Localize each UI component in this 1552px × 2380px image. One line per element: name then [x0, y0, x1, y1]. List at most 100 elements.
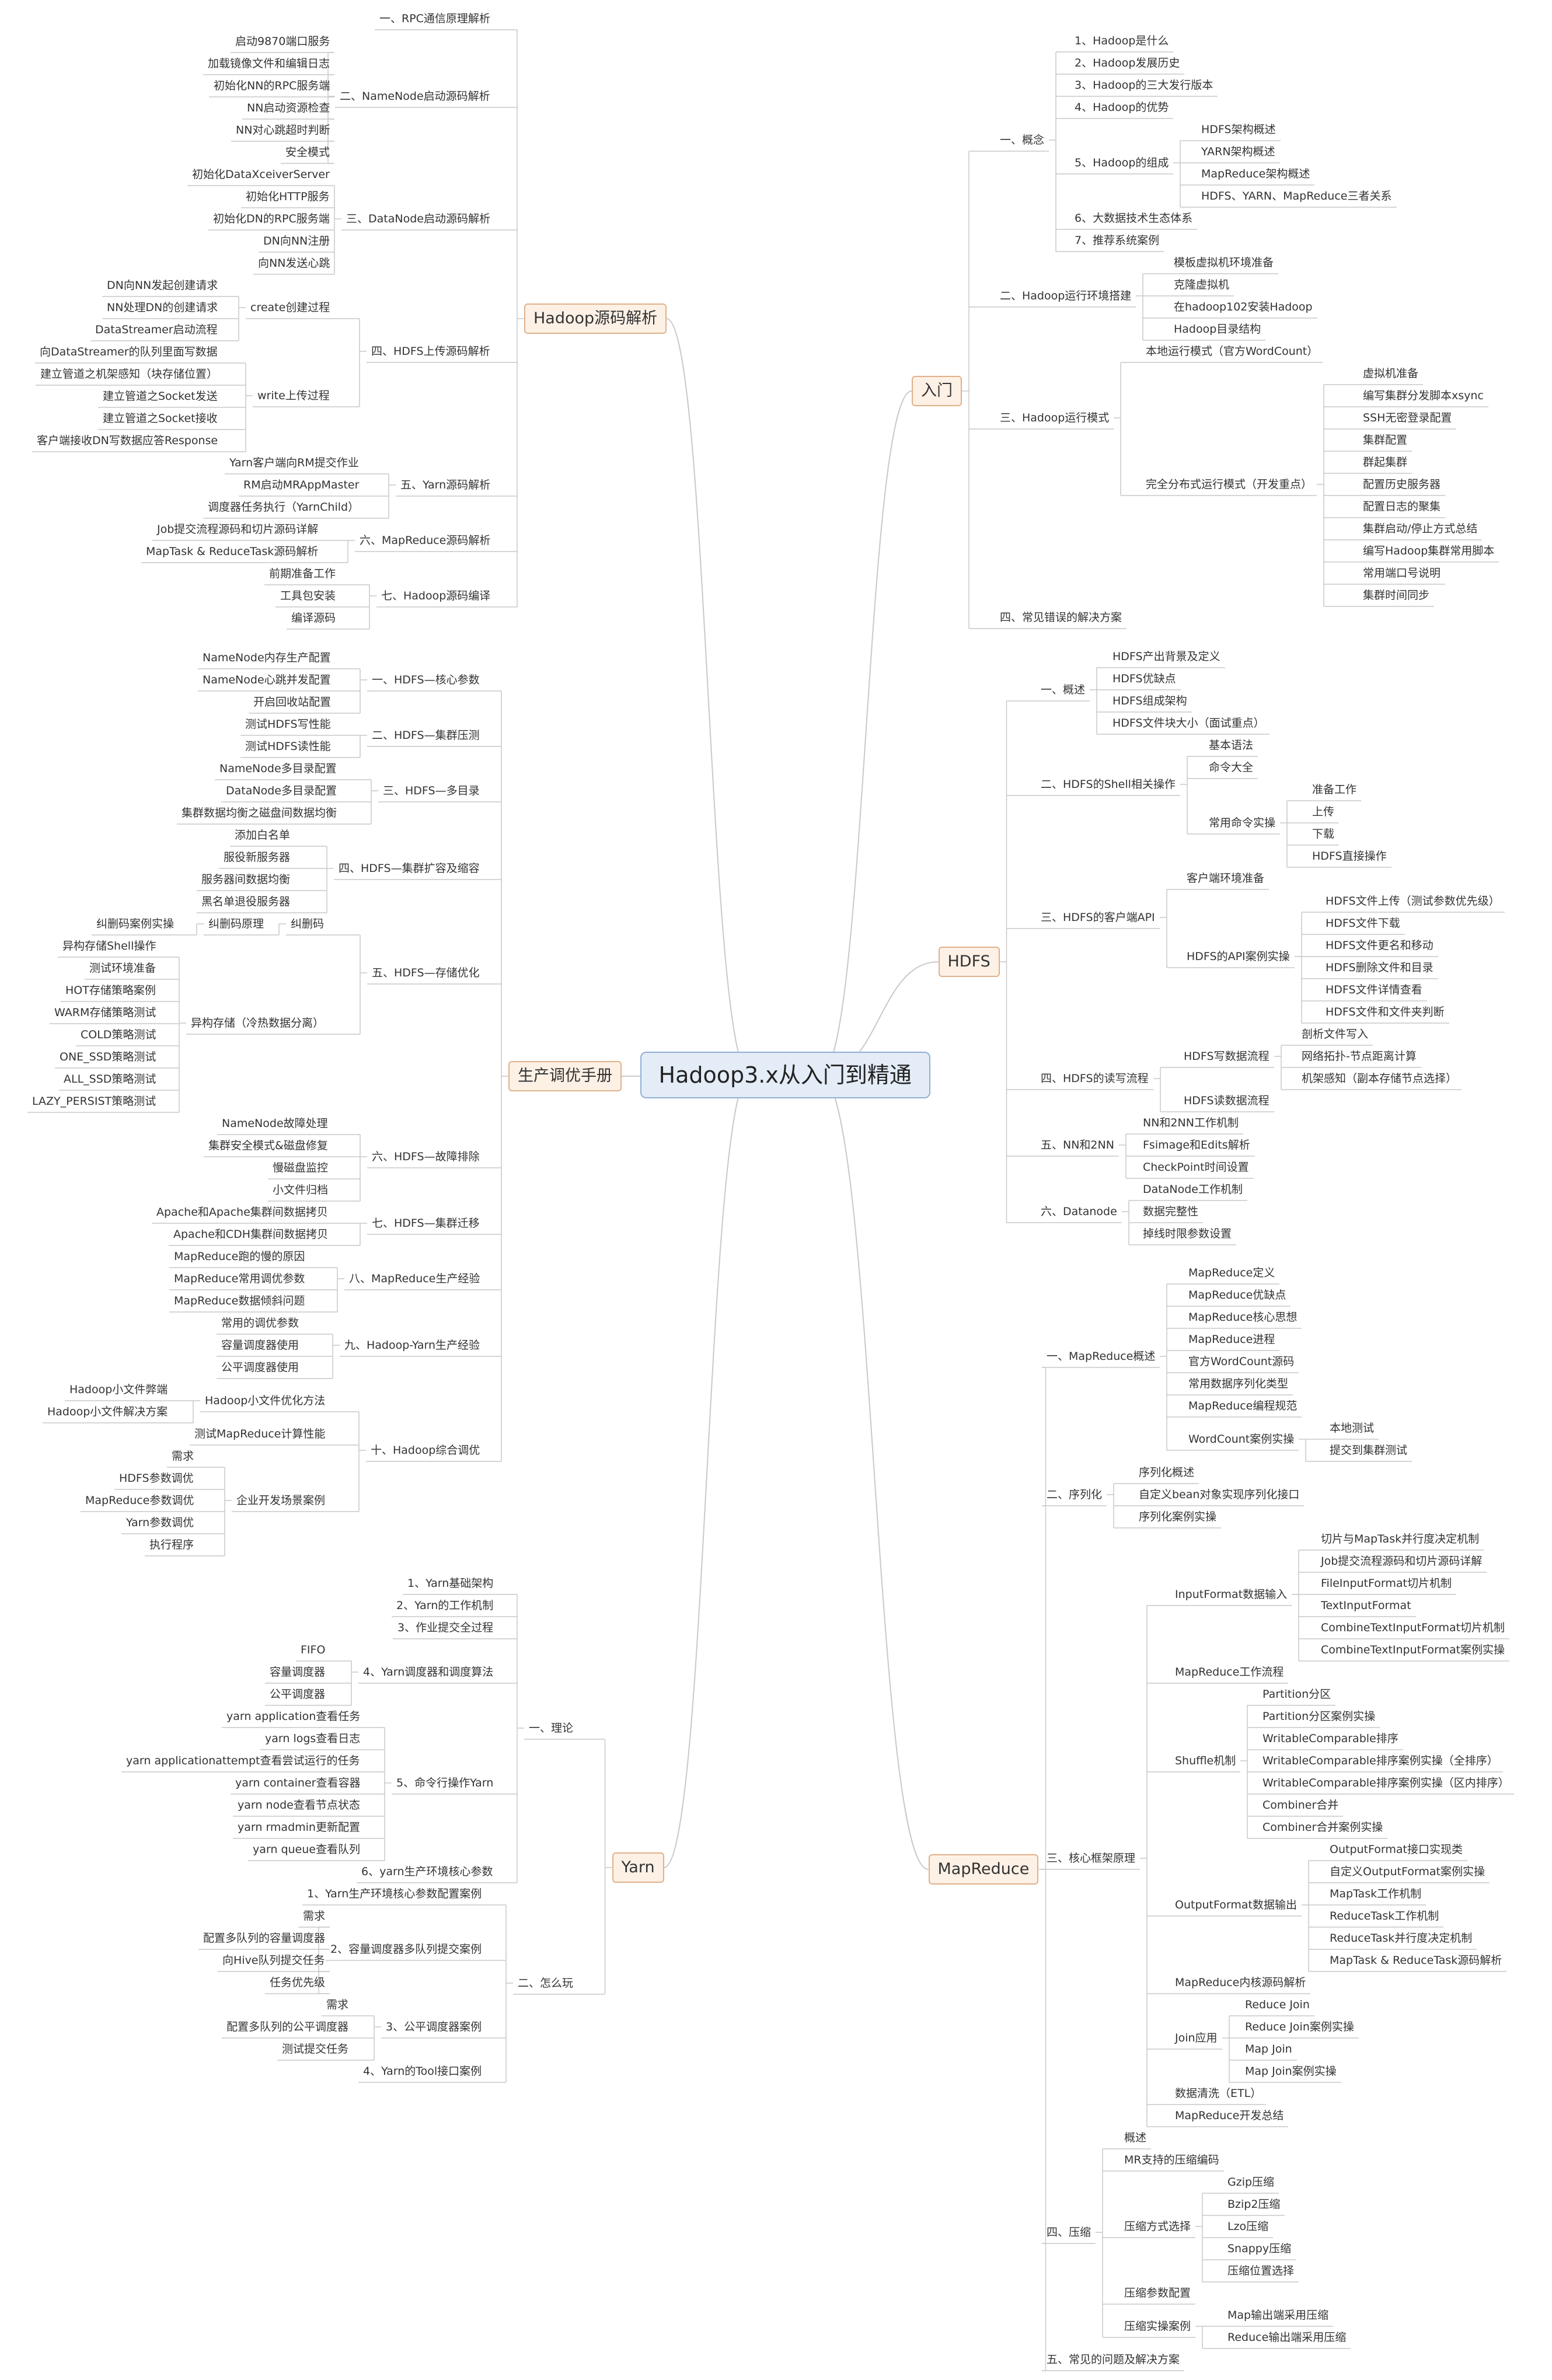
topic-b5-0-1[interactable]: MapReduce优缺点 — [1188, 1289, 1286, 1301]
topic-b2-1-2-0[interactable]: 需求 — [326, 1998, 349, 2011]
topic-b1-2-2[interactable]: 集群数据均衡之磁盘间数据均衡 — [182, 807, 337, 819]
topic-b4-1-1[interactable]: 命令大全 — [1209, 761, 1254, 774]
topic-b0-4-2[interactable]: 调度器任务执行（YarnChild） — [208, 501, 360, 514]
topic-b0-4-1[interactable]: RM启动MRAppMaster — [243, 479, 360, 491]
topic-b1-1-0[interactable]: 测试HDFS写性能 — [245, 718, 331, 731]
topic-b2-0-4-1[interactable]: yarn logs查看日志 — [265, 1732, 361, 1745]
topic-b0-1-2[interactable]: 初始化NN的RPC服务端 — [214, 79, 330, 92]
topic-b4-5-0[interactable]: DataNode工作机制 — [1143, 1183, 1243, 1196]
topic-b4-1[interactable]: 二、HDFS的Shell相关操作 — [1041, 778, 1176, 791]
topic-b2-1-1-0[interactable]: 需求 — [303, 1910, 326, 1922]
topic-b4-1-2-3[interactable]: HDFS直接操作 — [1312, 850, 1387, 863]
topic-b1-9-1[interactable]: 测试MapReduce计算性能 — [194, 1428, 326, 1440]
topic-b4-2-1-2[interactable]: HDFS文件更名和移动 — [1326, 939, 1434, 952]
topic-b3-2-0[interactable]: 本地运行模式（官方WordCount） — [1146, 345, 1319, 358]
topic-b4-1-2-2[interactable]: 下载 — [1312, 828, 1335, 840]
topic-b3-2-1-6[interactable]: 配置日志的聚集 — [1363, 500, 1441, 513]
topic-b0-1-3[interactable]: NN启动资源检查 — [247, 102, 330, 114]
topic-b1-4-0-0[interactable]: 纠删码原理 — [208, 917, 264, 930]
topic-b5-3-2-2[interactable]: Lzo压缩 — [1227, 2220, 1269, 2233]
topic-b3-0-3[interactable]: 4、Hadoop的优势 — [1075, 101, 1169, 114]
topic-b1-9[interactable]: 十、Hadoop综合调优 — [371, 1444, 480, 1457]
topic-b5-3-2-4[interactable]: 压缩位置选择 — [1227, 2264, 1295, 2277]
topic-b4-0-1[interactable]: HDFS优缺点 — [1112, 672, 1176, 685]
topic-b0-6-2[interactable]: 编译源码 — [291, 612, 336, 624]
topic-b4-5[interactable]: 六、Datanode — [1041, 1205, 1117, 1218]
topic-b5-2-2-4[interactable]: WritableComparable排序案例实操（区内排序） — [1262, 1777, 1509, 1789]
topic-b5-3-3[interactable]: 压缩参数配置 — [1124, 2287, 1191, 2299]
topic-b5-2-5-3[interactable]: Map Join案例实操 — [1245, 2065, 1337, 2078]
topic-b0-3-1-1[interactable]: 建立管道之机架感知（块存储位置） — [40, 368, 218, 381]
topic-b1-4-1-4[interactable]: COLD策略测试 — [81, 1028, 156, 1041]
topic-b0-6-0[interactable]: 前期准备工作 — [269, 567, 336, 580]
topic-b5-2-3-4[interactable]: ReduceTask并行度决定机制 — [1330, 1932, 1473, 1945]
topic-b2-0-3-2[interactable]: 公平调度器 — [270, 1688, 326, 1701]
topic-b5-3-4-0[interactable]: Map输出端采用压缩 — [1227, 2309, 1329, 2322]
topic-b5-4[interactable]: 五、常见的问题及解决方案 — [1047, 2353, 1180, 2366]
topic-b5-3-2-1[interactable]: Bzip2压缩 — [1227, 2198, 1281, 2211]
topic-b4-1-2-0[interactable]: 准备工作 — [1312, 783, 1357, 796]
main-topic-b2[interactable]: Yarn — [612, 1852, 664, 1883]
topic-b5-2-2-3[interactable]: WritableComparable排序案例实操（全排序） — [1262, 1754, 1498, 1767]
topic-b5-2-3-1[interactable]: 自定义OutputFormat案例实操 — [1330, 1865, 1485, 1878]
topic-b0-3-0[interactable]: create创建过程 — [250, 301, 330, 314]
topic-b5-0[interactable]: 一、MapReduce概述 — [1047, 1350, 1156, 1363]
topic-b1-8[interactable]: 九、Hadoop-Yarn生产经验 — [344, 1339, 480, 1352]
topic-b5-3[interactable]: 四、压缩 — [1047, 2226, 1091, 2239]
topic-b4-4-2[interactable]: CheckPoint时间设置 — [1143, 1161, 1249, 1174]
topic-b1-9-2-3[interactable]: Yarn参数调优 — [126, 1516, 194, 1529]
topic-b0-5-1[interactable]: MapTask & ReduceTask源码解析 — [146, 545, 319, 558]
topic-b1-3[interactable]: 四、HDFS—集群扩容及缩容 — [339, 862, 480, 875]
topic-b5-1[interactable]: 二、序列化 — [1047, 1488, 1103, 1501]
topic-b2-0-4-2[interactable]: yarn applicationattempt查看尝试运行的任务 — [126, 1754, 360, 1767]
topic-b1-7[interactable]: 八、MapReduce生产经验 — [349, 1272, 480, 1285]
topic-b0-5-0[interactable]: Job提交流程源码和切片源码详解 — [157, 523, 319, 536]
topic-b3-2[interactable]: 三、Hadoop运行模式 — [1000, 411, 1110, 424]
topic-b4-4[interactable]: 五、NN和2NN — [1041, 1139, 1114, 1151]
topic-b4-2-1-3[interactable]: HDFS删除文件和目录 — [1326, 961, 1434, 974]
topic-b3-2-1-10[interactable]: 集群时间同步 — [1363, 589, 1430, 602]
topic-b1-4-1-1[interactable]: 测试环境准备 — [89, 962, 156, 975]
topic-b1-4-1-2[interactable]: HOT存储策略案例 — [65, 984, 156, 997]
topic-b3-2-1-9[interactable]: 常用端口号说明 — [1363, 567, 1441, 580]
main-topic-b3[interactable]: 入门 — [912, 376, 962, 406]
topic-b0-3[interactable]: 四、HDFS上传源码解析 — [371, 345, 490, 358]
topic-b5-2-4[interactable]: MapReduce内核源码解析 — [1175, 1976, 1306, 1989]
topic-b5-0-2[interactable]: MapReduce核心思想 — [1188, 1311, 1298, 1324]
topic-b1-0[interactable]: 一、HDFS—核心参数 — [372, 673, 480, 686]
topic-b1-4-1[interactable]: 异构存储（冷热数据分离） — [191, 1017, 325, 1030]
topic-b1-4-1-0[interactable]: 异构存储Shell操作 — [62, 940, 156, 952]
topic-b4-0-0[interactable]: HDFS产出背景及定义 — [1112, 650, 1220, 663]
topic-b1-9-0[interactable]: Hadoop小文件优化方法 — [205, 1394, 326, 1407]
topic-b1-3-3[interactable]: 黑名单退役服务器 — [201, 895, 291, 908]
topic-b1-9-2-2[interactable]: MapReduce参数调优 — [85, 1494, 194, 1507]
topic-b3-3[interactable]: 四、常见错误的解决方案 — [1000, 611, 1122, 624]
topic-b5-2-0-5[interactable]: CombineTextInputFormat案例实操 — [1321, 1643, 1505, 1656]
topic-b5-3-0[interactable]: 概述 — [1124, 2131, 1147, 2144]
topic-b2-1-3[interactable]: 4、Yarn的Tool接口案例 — [363, 2065, 482, 2078]
topic-b5-2-3-0[interactable]: OutputFormat接口实现类 — [1330, 1843, 1463, 1856]
topic-b5-3-4-1[interactable]: Reduce输出端采用压缩 — [1227, 2331, 1347, 2344]
topic-b3-0-5[interactable]: 6、大数据技术生态体系 — [1075, 212, 1193, 225]
topic-b4-2-1-1[interactable]: HDFS文件下载 — [1326, 917, 1400, 930]
topic-b3-2-1-8[interactable]: 编写Hadoop集群常用脚本 — [1363, 545, 1495, 557]
topic-b5-2-2[interactable]: Shuffle机制 — [1175, 1754, 1236, 1767]
topic-b0-4-0[interactable]: Yarn客户端向RM提交作业 — [229, 456, 359, 469]
topic-b3-0-0[interactable]: 1、Hadoop是什么 — [1075, 34, 1169, 47]
topic-b1-5-0[interactable]: NameNode故障处理 — [222, 1117, 328, 1130]
topic-b5-0-4[interactable]: 官方WordCount源码 — [1188, 1355, 1295, 1368]
topic-b5-2-2-5[interactable]: Combiner合并 — [1262, 1799, 1339, 1812]
topic-b3-0-4-3[interactable]: HDFS、YARN、MapReduce三者关系 — [1201, 190, 1392, 203]
topic-b1-7-0[interactable]: MapReduce跑的慢的原因 — [174, 1250, 305, 1263]
topic-b1-5-3[interactable]: 小文件归档 — [273, 1184, 329, 1196]
topic-b0-3-1-3[interactable]: 建立管道之Socket接收 — [103, 412, 218, 425]
topic-b0-3-0-1[interactable]: NN处理DN的创建请求 — [107, 301, 218, 314]
topic-b1-0-0[interactable]: NameNode内存生产配置 — [203, 651, 331, 664]
topic-b0-1-1[interactable]: 加载镜像文件和编辑日志 — [208, 57, 330, 70]
topic-b0-3-0-2[interactable]: DataStreamer启动流程 — [95, 323, 218, 336]
topic-b4-3[interactable]: 四、HDFS的读写流程 — [1041, 1072, 1149, 1085]
topic-b0-1-0[interactable]: 启动9870端口服务 — [235, 35, 330, 48]
topic-b5-0-5[interactable]: 常用数据序列化类型 — [1188, 1377, 1289, 1390]
topic-b3-1-3[interactable]: Hadoop目录结构 — [1174, 323, 1261, 336]
topic-b1-4-1-6[interactable]: ALL_SSD策略测试 — [64, 1073, 156, 1086]
